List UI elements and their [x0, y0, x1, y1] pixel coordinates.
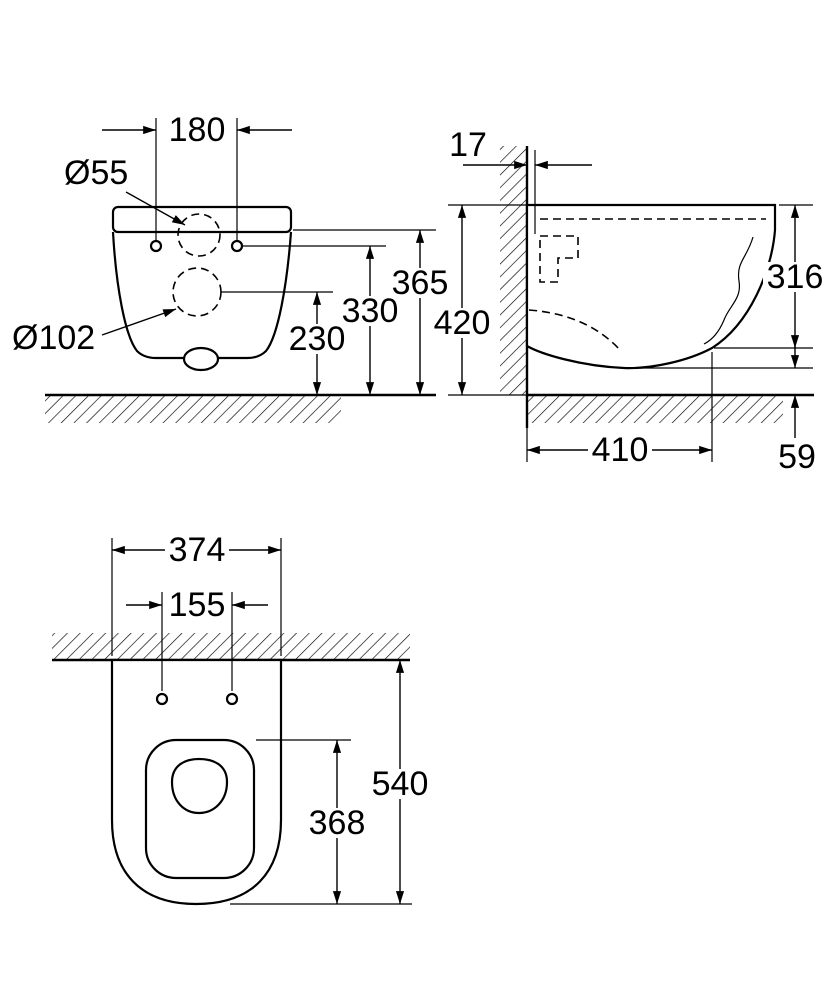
dim-width: 374: [111, 531, 282, 656]
dim-height-holes: 330: [243, 245, 402, 395]
dim-total-depth-label: 540: [372, 765, 429, 803]
dim-bottom-clearance-label: 59: [778, 438, 816, 476]
mounting-hole-right: [230, 239, 244, 253]
seat-hole-right: [225, 692, 239, 706]
plan-wall-hatch: [52, 633, 410, 660]
bowl-inner-rim: [144, 738, 256, 880]
bowl-water-surface: [170, 757, 229, 815]
dim-total-depth: 540: [230, 660, 432, 905]
dim-seat-hole-spacing: 155: [126, 586, 268, 691]
toilet-front-body: [111, 231, 293, 360]
toilet-plan-outline: [110, 658, 283, 906]
dim-hole-spacing: 180: [102, 111, 292, 240]
outlet-front-oval: [182, 346, 220, 372]
dim-total-height: 420: [430, 204, 527, 396]
front-view: 180 Ø55 Ø102 365 330: [12, 111, 452, 423]
dim-height-rim-label: 365: [392, 264, 449, 302]
dim-front-height-label: 316: [767, 258, 824, 296]
dim-bottom-clearance: 59: [630, 346, 816, 476]
dim-seat-hole-spacing-label: 155: [169, 586, 226, 624]
front-floor-hatch: [45, 396, 341, 423]
inlet-leader-line: [125, 191, 186, 226]
outlet-diameter-callout: Ø102: [12, 308, 177, 357]
side-view: 17 420 316 410: [430, 126, 827, 476]
toilet-side-profile: [525, 203, 777, 370]
inlet-diameter-callout: Ø55: [64, 154, 186, 226]
outlet-diameter-label: Ø102: [12, 319, 95, 357]
trap-hidden-line: [528, 309, 621, 351]
dim-total-height-label: 420: [434, 304, 491, 342]
mounting-hole-left: [149, 239, 163, 253]
dim-wall-offset: 17: [449, 126, 592, 234]
dim-height-holes-label: 330: [342, 292, 399, 330]
flush-channel-hidden: [539, 235, 579, 283]
bowl-inner-contour: [703, 236, 754, 345]
side-floor-hatch: [527, 396, 783, 423]
dim-height-outlet: 230: [221, 291, 349, 395]
dim-width-label: 374: [169, 531, 226, 569]
dim-bowl-inner-depth: 368: [256, 739, 369, 904]
seat-hole-left: [155, 692, 169, 706]
inlet-diameter-label: Ø55: [64, 154, 128, 192]
side-wall-hatch: [500, 146, 527, 395]
dim-height-rim: 365: [293, 229, 452, 395]
dim-wall-offset-label: 17: [449, 126, 487, 164]
dim-hole-spacing-label: 180: [169, 111, 226, 149]
dim-depth-label: 410: [592, 431, 649, 469]
dim-depth: 410: [526, 352, 713, 469]
toilet-front-lid: [111, 205, 293, 234]
outlet-leader-line: [101, 308, 177, 336]
top-view: 374 155 540 368: [52, 531, 432, 906]
dim-bowl-inner-depth-label: 368: [309, 804, 366, 842]
dim-height-outlet-label: 230: [289, 320, 346, 358]
dim-front-height: 316: [714, 204, 827, 349]
inlet-dashed-circle: [177, 213, 221, 257]
